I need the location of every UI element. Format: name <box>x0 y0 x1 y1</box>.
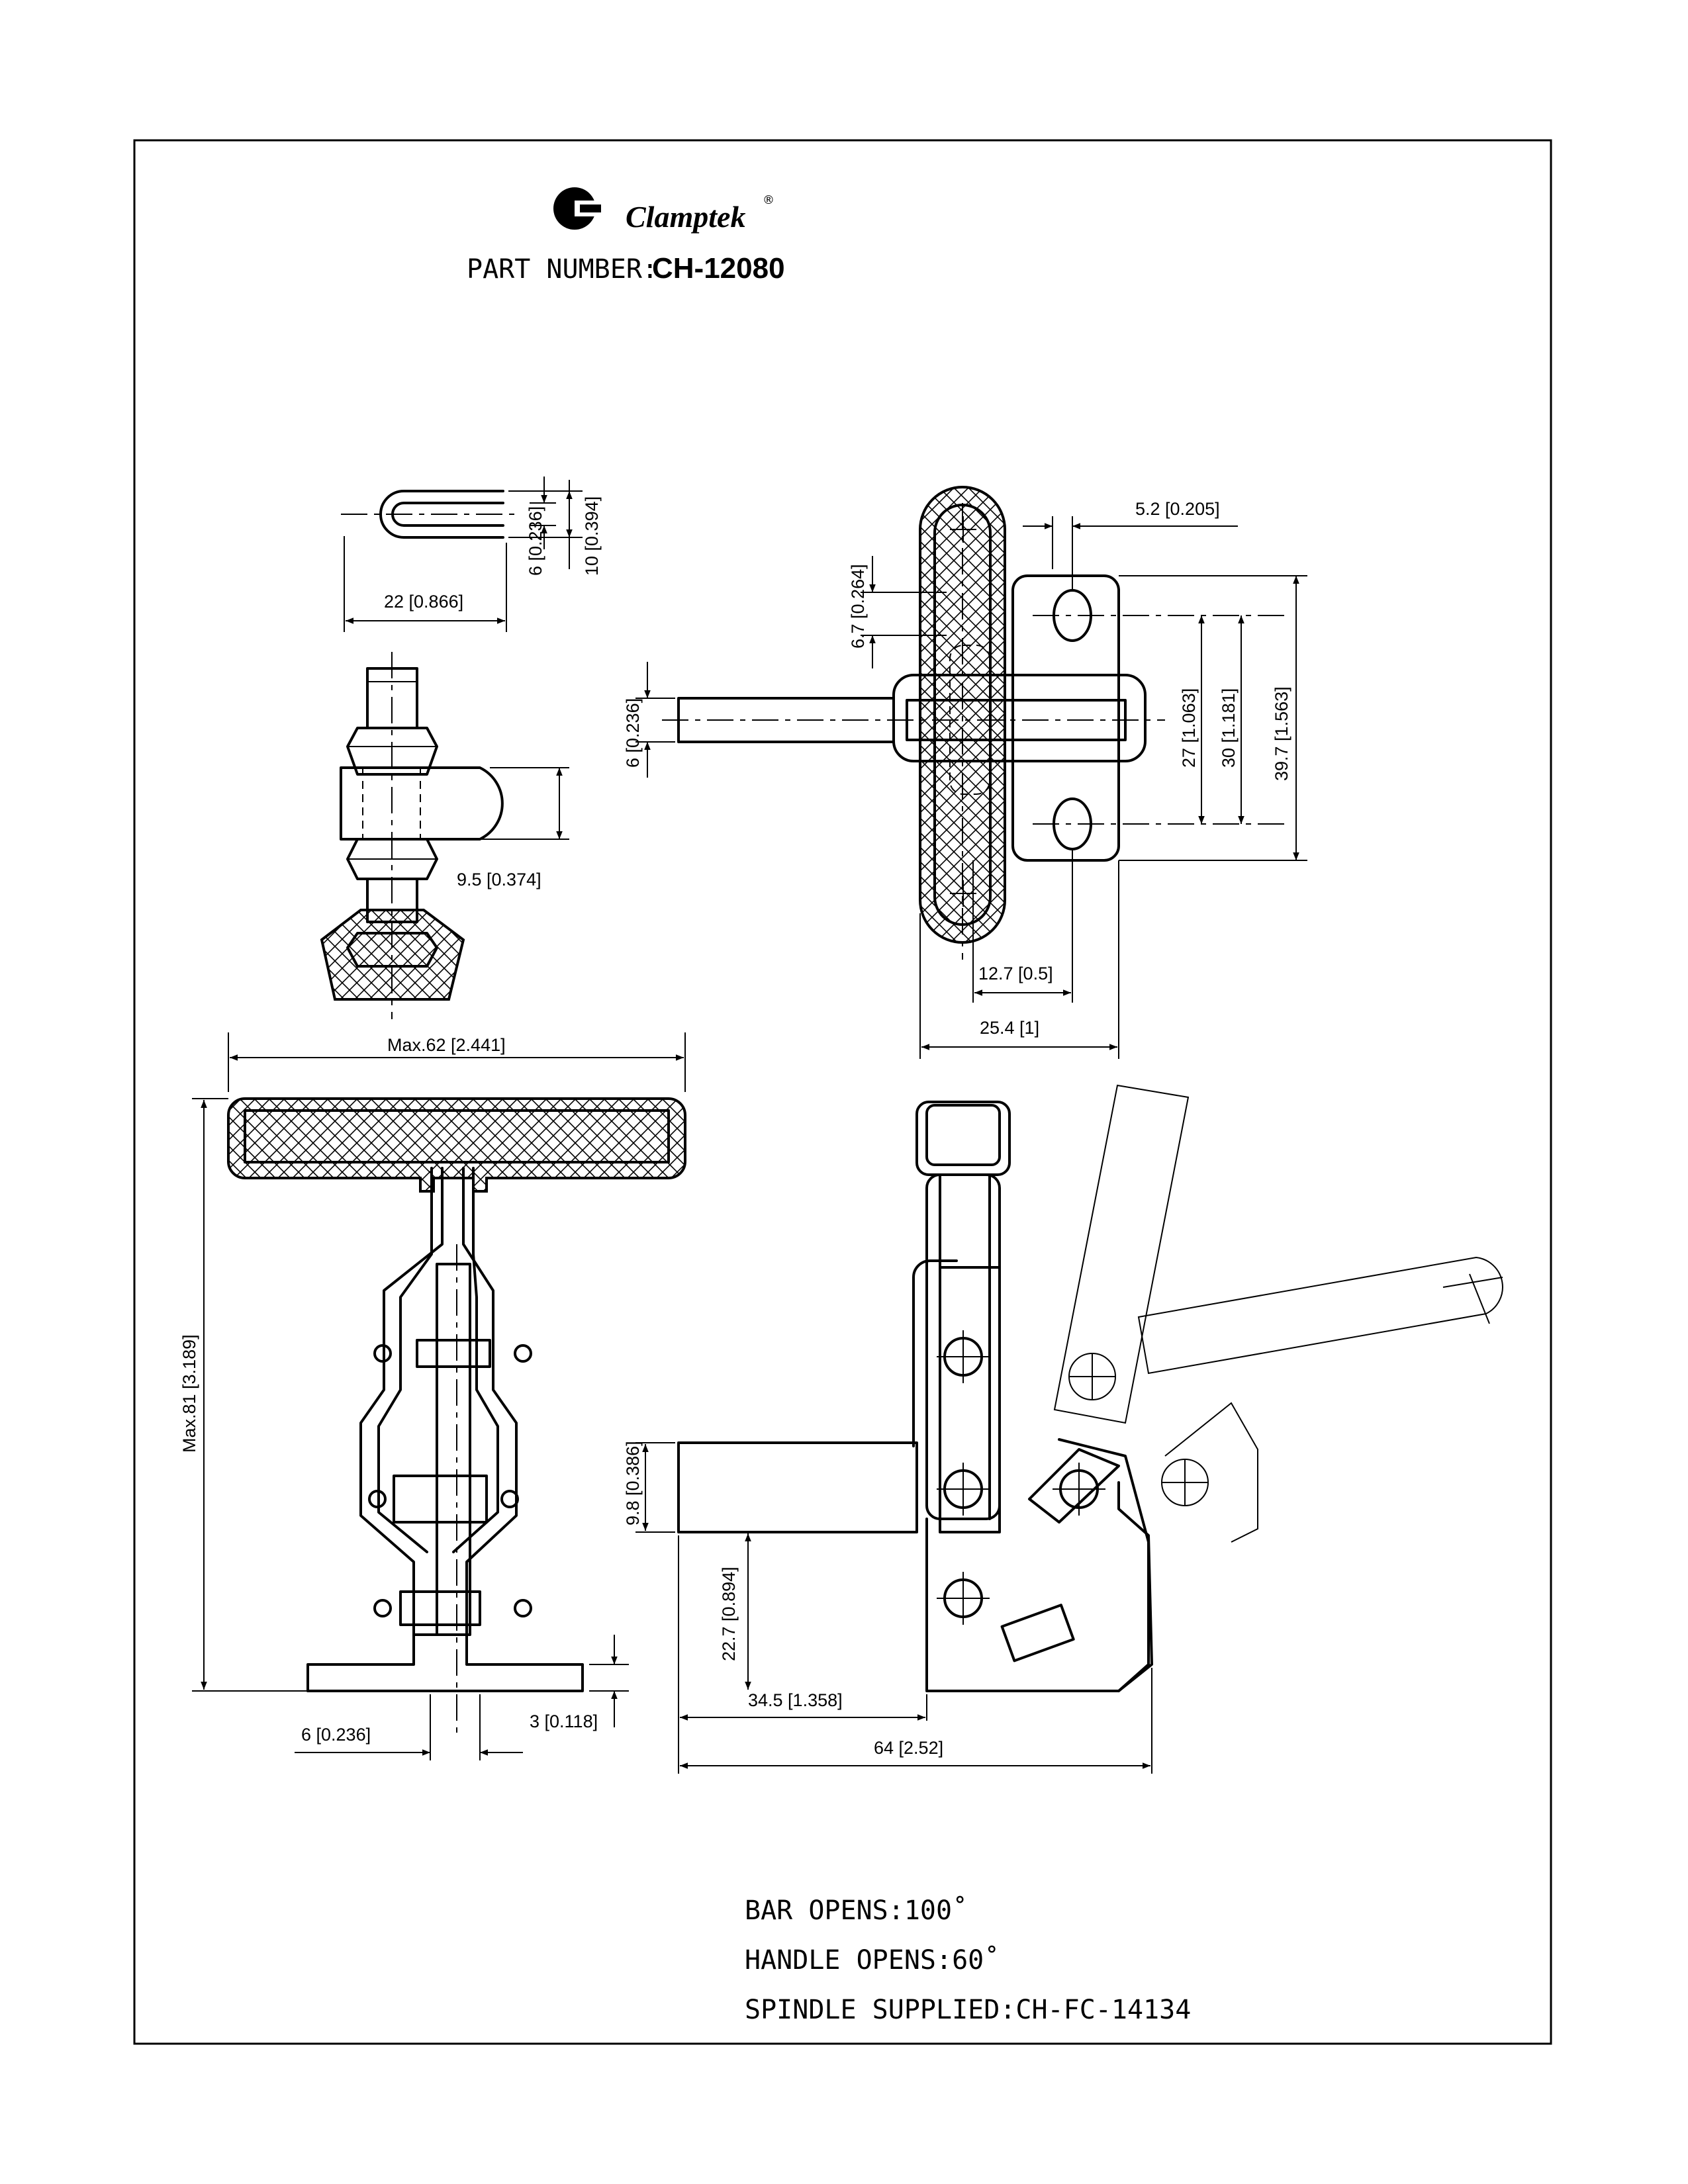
note-handle-opens: HANDLE OPENS:60˚ <box>745 1945 1000 1976</box>
side-view <box>635 1084 1503 1774</box>
dim-base-39: 39.7 [1.563] <box>1272 686 1291 781</box>
note-spindle: SPINDLE SUPPLIED:CH-FC-14134 <box>745 1995 1191 2025</box>
dim-hole-27: 27 [1.063] <box>1179 688 1199 768</box>
dim-u-width: 22 [0.866] <box>384 592 463 612</box>
dim-top-dist: 5.2 [0.205] <box>1135 499 1220 519</box>
dim-u-height: 10 [0.394] <box>582 496 602 576</box>
dim-spindle-offset: 9.5 [0.374] <box>457 870 541 889</box>
dim-u-slot: 6 [0.236] <box>526 506 545 576</box>
sheet-border <box>133 139 1552 2045</box>
spindle-view <box>320 652 569 1019</box>
part-number-value: CH-12080 <box>652 252 785 285</box>
dim-base-25: 25.4 [1] <box>980 1018 1039 1038</box>
registered-mark: ® <box>763 193 774 207</box>
dim-bar-9-8: 9.8 [0.386] <box>623 1441 643 1525</box>
dim-len-64: 64 [2.52] <box>874 1738 943 1758</box>
top-view <box>635 486 1307 1059</box>
note-bar-opens: BAR OPENS:100˚ <box>745 1895 968 1926</box>
dim-height-22-7: 22.7 [0.894] <box>719 1567 739 1661</box>
dim-max-height: Max.81 [3.189] <box>179 1334 199 1453</box>
brand-name: Clamptek <box>626 200 745 234</box>
dim-hole-30: 30 [1.181] <box>1219 688 1239 768</box>
dim-len-34-5: 34.5 [1.358] <box>748 1690 843 1710</box>
dim-max-width: Max.62 [2.441] <box>387 1035 506 1055</box>
part-number-label: PART NUMBER: <box>467 254 658 285</box>
u-slot-view <box>341 477 583 632</box>
dim-hole-12: 12.7 [0.5] <box>978 964 1053 983</box>
logo: Clamptek ® <box>553 187 774 234</box>
front-view <box>192 1032 686 1760</box>
dim-base-6: 6 [0.236] <box>301 1725 371 1745</box>
dim-base-3: 3 [0.118] <box>530 1711 598 1731</box>
dim-bar-dia: 6 [0.236] <box>623 698 643 768</box>
dim-top-slot: 6.7 [0.264] <box>848 564 868 649</box>
